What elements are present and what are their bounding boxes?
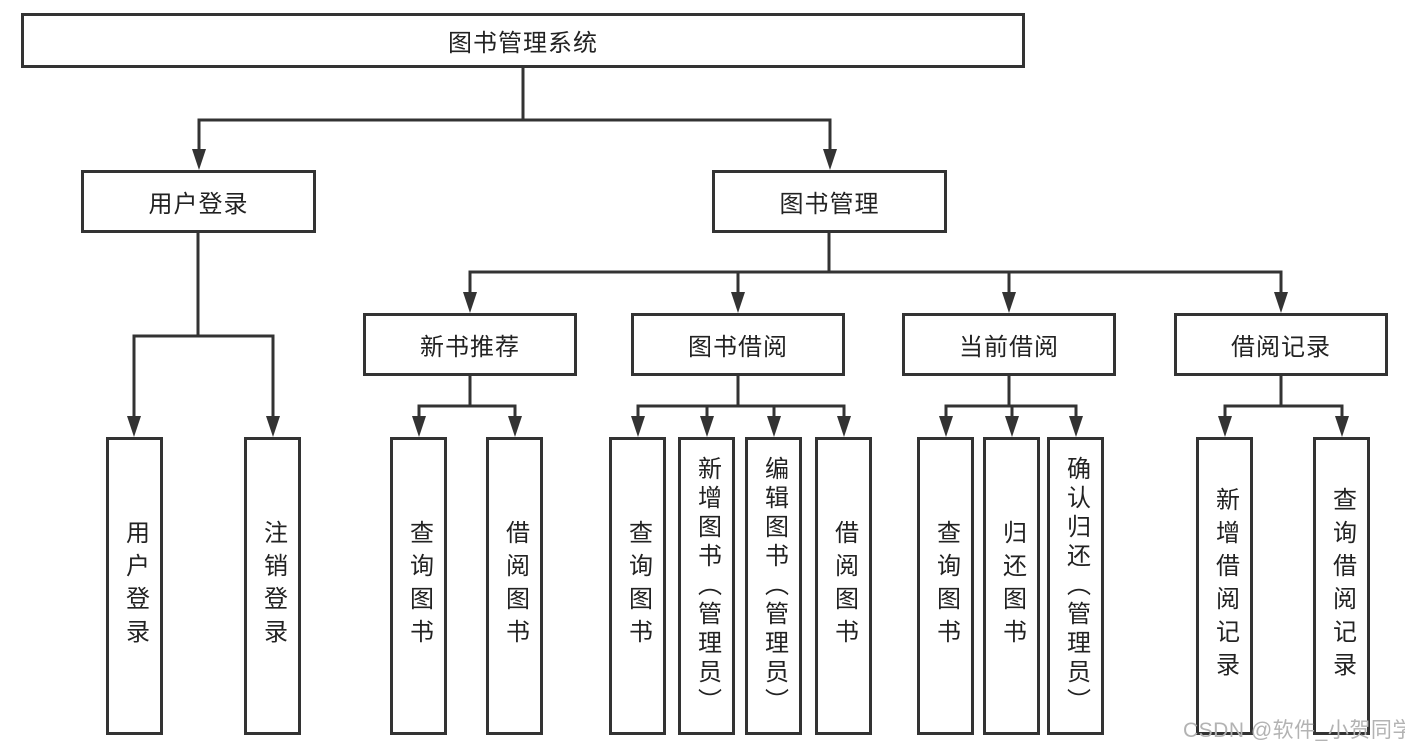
arrowhead xyxy=(127,416,141,437)
connector-new-books xyxy=(417,376,517,419)
leaf-query-books-1: 查询图书 xyxy=(390,437,447,735)
arrowhead xyxy=(823,149,837,170)
leaf-borrow-books-1: 借阅图书 xyxy=(486,437,543,735)
leaf-add-borrow-record: 新增借阅记录 xyxy=(1196,437,1253,735)
leaf-query-books-3: 查询图书 xyxy=(917,437,974,735)
arrowhead xyxy=(1005,416,1019,437)
arrowhead xyxy=(508,416,522,437)
arrowhead xyxy=(631,416,645,437)
leaf-query-books-2: 查询图书 xyxy=(609,437,666,735)
connector-book-borrow xyxy=(636,376,846,419)
arrowhead xyxy=(192,149,206,170)
arrowhead xyxy=(1002,292,1016,313)
connector-book-mgmt xyxy=(468,233,1283,295)
leaf-edit-books-admin: 编辑图书（管理员） xyxy=(745,437,802,735)
arrowhead xyxy=(700,416,714,437)
node-book-mgmt: 图书管理 xyxy=(712,170,947,233)
arrowhead xyxy=(1335,416,1349,437)
leaf-add-books-admin: 新增图书（管理员） xyxy=(678,437,735,735)
arrowhead xyxy=(767,416,781,437)
arrowhead xyxy=(1274,292,1288,313)
node-root: 图书管理系统 xyxy=(21,13,1025,68)
connector-user-login xyxy=(132,233,275,419)
arrowhead xyxy=(1069,416,1083,437)
node-current-borrow: 当前借阅 xyxy=(902,313,1116,376)
arrowhead xyxy=(266,416,280,437)
connector-root xyxy=(197,68,832,152)
node-user-login: 用户登录 xyxy=(81,170,316,233)
arrowhead xyxy=(939,416,953,437)
leaf-confirm-return-admin: 确认归还（管理员） xyxy=(1047,437,1104,735)
arrowhead xyxy=(1218,416,1232,437)
leaf-logout: 注销登录 xyxy=(244,437,301,735)
arrowhead xyxy=(463,292,477,313)
node-new-books: 新书推荐 xyxy=(363,313,577,376)
arrowhead xyxy=(731,292,745,313)
node-borrow-record: 借阅记录 xyxy=(1174,313,1388,376)
arrowhead xyxy=(412,416,426,437)
leaf-query-borrow-record: 查询借阅记录 xyxy=(1313,437,1370,735)
leaf-borrow-books-2: 借阅图书 xyxy=(815,437,872,735)
leaf-user-login: 用户登录 xyxy=(106,437,163,735)
arrowhead xyxy=(837,416,851,437)
connector-current-borrow xyxy=(944,376,1078,419)
watermark: CSDN @软件_小贺同学 xyxy=(1183,719,1405,742)
connector-borrow-record xyxy=(1223,376,1344,419)
node-book-borrow: 图书借阅 xyxy=(631,313,845,376)
leaf-return-books: 归还图书 xyxy=(983,437,1040,735)
